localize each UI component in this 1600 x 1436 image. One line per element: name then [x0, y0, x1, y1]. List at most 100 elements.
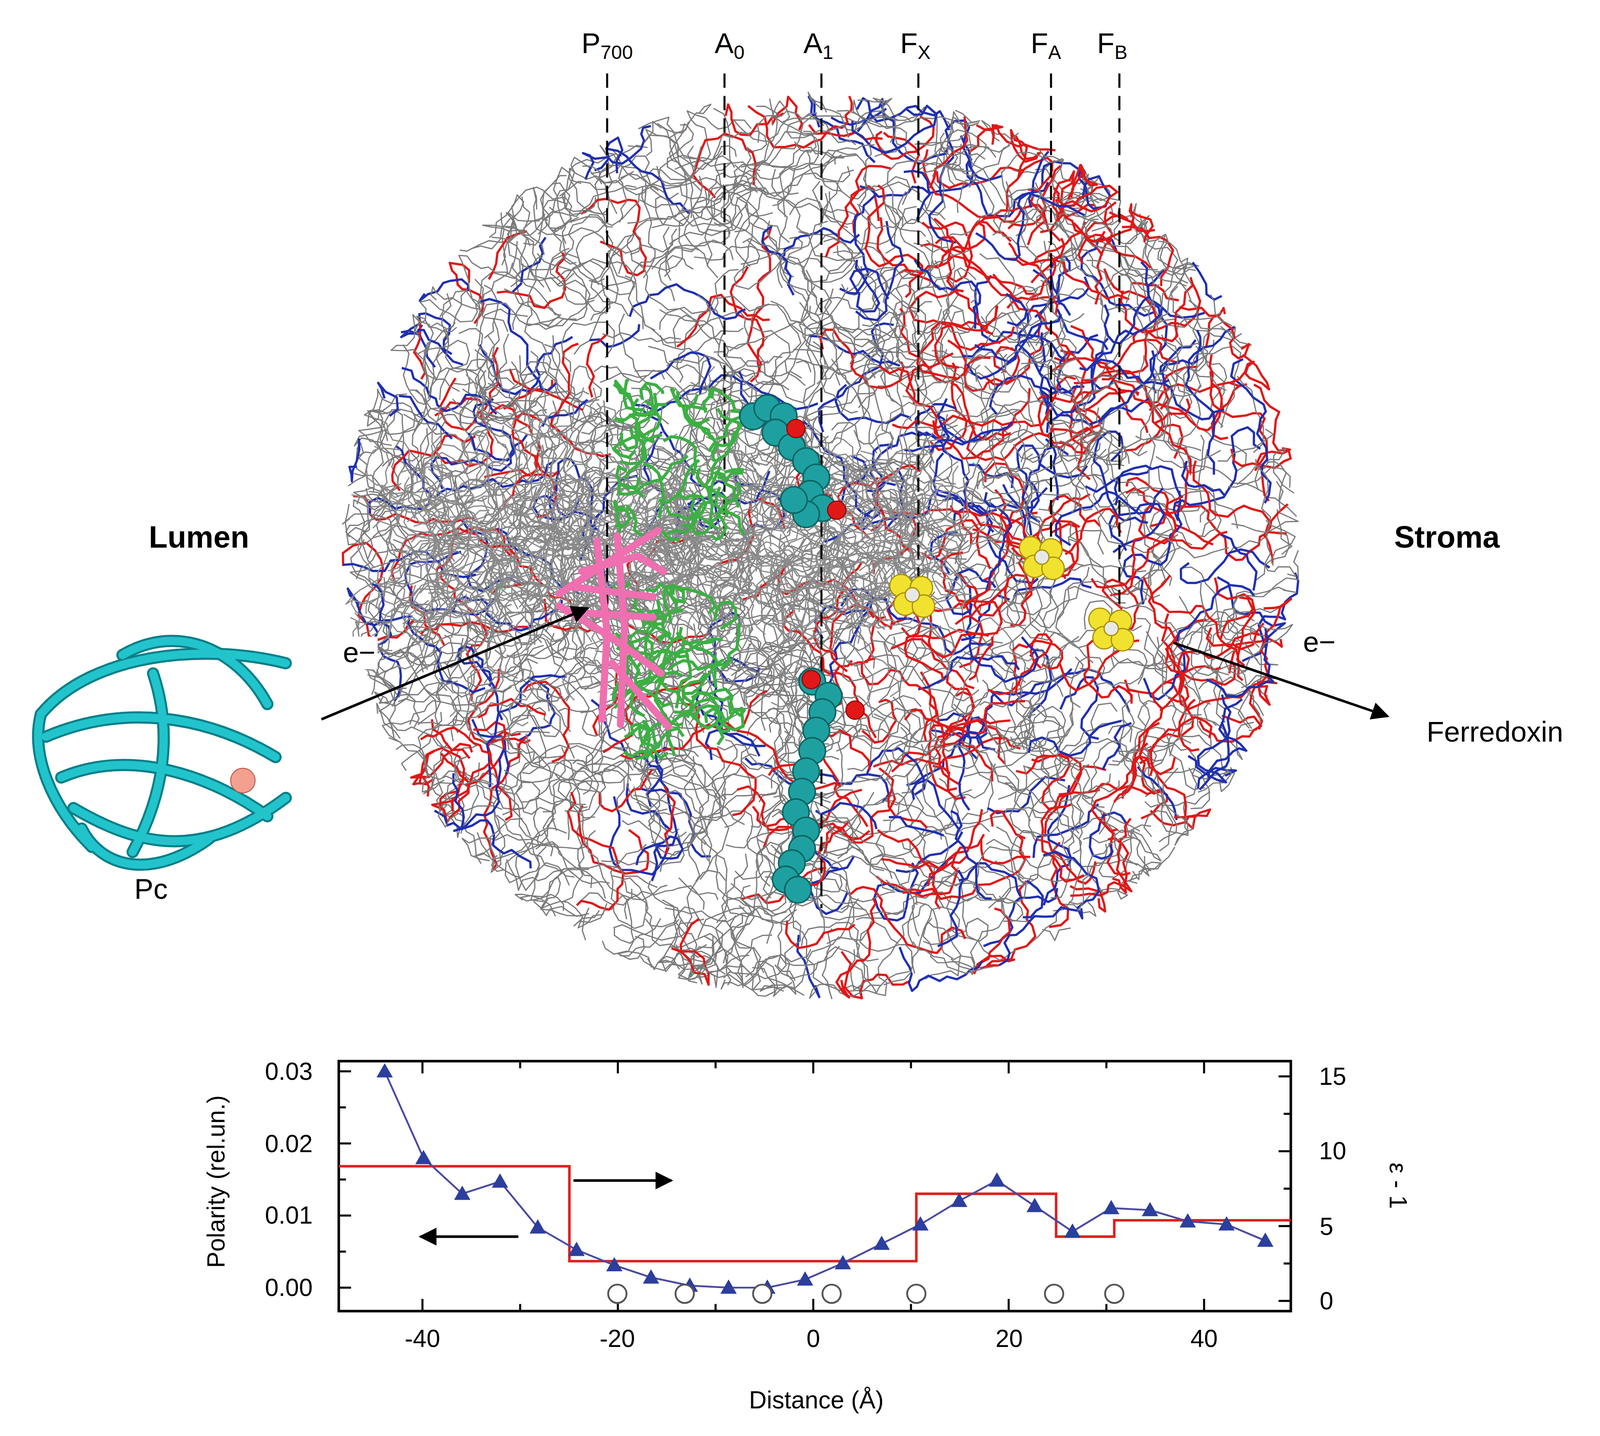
residue-chain [1130, 862, 1161, 882]
residue-chain [865, 349, 949, 481]
residue-chain [633, 786, 706, 845]
residue-chain [1133, 284, 1194, 344]
residue-chain [950, 895, 1005, 975]
residue-chain [376, 652, 424, 738]
residue-chain [490, 818, 523, 872]
residue-chain [999, 586, 1059, 628]
residue-chain [390, 314, 423, 360]
residue-chain [930, 532, 958, 574]
residue-chain [524, 390, 590, 422]
residue-chain [1104, 262, 1149, 344]
residue-chain [908, 432, 937, 540]
residue-chain [815, 744, 974, 799]
residue-chain [496, 252, 565, 309]
residue-chain [544, 214, 613, 292]
residue-chain [640, 766, 660, 827]
residue-chain [636, 836, 683, 866]
residue-chain [1053, 185, 1118, 222]
residue-chain [451, 694, 546, 764]
residue-chain [833, 246, 888, 290]
residue-chain [614, 918, 661, 944]
residue-chain [657, 757, 709, 861]
residue-chain [480, 739, 588, 809]
residue-chain [601, 834, 684, 866]
residue-chain [981, 839, 1031, 863]
residue-chain [476, 351, 538, 420]
residue-chain [951, 111, 1006, 206]
residue-chain [1005, 350, 1035, 428]
residue-chain [418, 711, 468, 792]
residue-chain [836, 438, 942, 556]
residue-chain [1018, 207, 1088, 303]
residue-chain [528, 255, 559, 326]
residue-chain [379, 643, 470, 704]
residue-chain [1028, 720, 1122, 756]
residue-chain [683, 147, 751, 251]
residue-chain [899, 442, 940, 547]
residue-chain [635, 262, 710, 326]
residue-chain [644, 481, 679, 562]
residue-chain [1146, 631, 1167, 686]
residue-chain [487, 371, 546, 391]
residue-chain [378, 647, 401, 701]
residue-chain [729, 570, 770, 595]
residue-chain [1182, 461, 1226, 497]
residue-chain [556, 260, 605, 286]
residue-chain [487, 510, 567, 598]
residue-chain [520, 238, 581, 271]
residue-chain [892, 409, 1050, 429]
chlorophyll-bond [711, 389, 735, 410]
residue-chain [1094, 649, 1147, 687]
cofactor-position-line [1049, 73, 1052, 557]
residue-chain [824, 288, 836, 345]
residue-chain [1216, 550, 1299, 633]
residue-chain [502, 787, 610, 884]
residue-chain [401, 430, 446, 515]
residue-chain [877, 829, 940, 909]
residue-chain [373, 609, 465, 673]
residue-chain [466, 374, 489, 487]
residue-chain [505, 489, 568, 547]
residue-chain [569, 168, 634, 215]
residue-chain [1191, 346, 1241, 429]
residue-chain [522, 745, 599, 813]
residue-chain [976, 125, 1003, 145]
residue-chain [710, 974, 793, 991]
residue-chain [541, 875, 588, 917]
residue-chain [1114, 692, 1163, 803]
residue-chain [821, 150, 917, 229]
residue-chain [918, 656, 1019, 690]
residue-chain [1079, 307, 1163, 370]
residue-chain [1145, 847, 1175, 874]
residue-chain [1007, 238, 1065, 266]
residue-chain [1115, 465, 1181, 506]
residue-chain [416, 316, 457, 381]
residue-chain [1144, 791, 1210, 808]
residue-chain [376, 703, 401, 739]
residue-chain [811, 553, 869, 588]
residue-chain [453, 748, 505, 831]
chlorophyll-bond [717, 408, 740, 447]
residue-chain [416, 491, 496, 541]
residue-chain [409, 642, 524, 725]
residue-chain [612, 875, 705, 910]
chlorophyll-bond [685, 412, 718, 462]
residue-chain [816, 366, 880, 443]
residue-chain [678, 877, 718, 901]
residue-chain [668, 355, 733, 388]
residue-chain [510, 277, 590, 330]
residue-chain [364, 410, 404, 467]
chlorophyll-bond [614, 501, 621, 538]
residue-chain [540, 510, 638, 552]
residue-chain [940, 701, 1026, 743]
residue-chain [888, 816, 944, 836]
residue-chain [911, 593, 1034, 661]
residue-chain [888, 789, 928, 829]
residue-chain [676, 308, 725, 383]
residue-chain [1001, 148, 1062, 236]
residue-chain [957, 522, 1002, 582]
residue-chain [1010, 814, 1059, 880]
residue-chain [1005, 757, 1083, 792]
residue-chain [613, 870, 726, 941]
residue-chain [783, 349, 844, 494]
